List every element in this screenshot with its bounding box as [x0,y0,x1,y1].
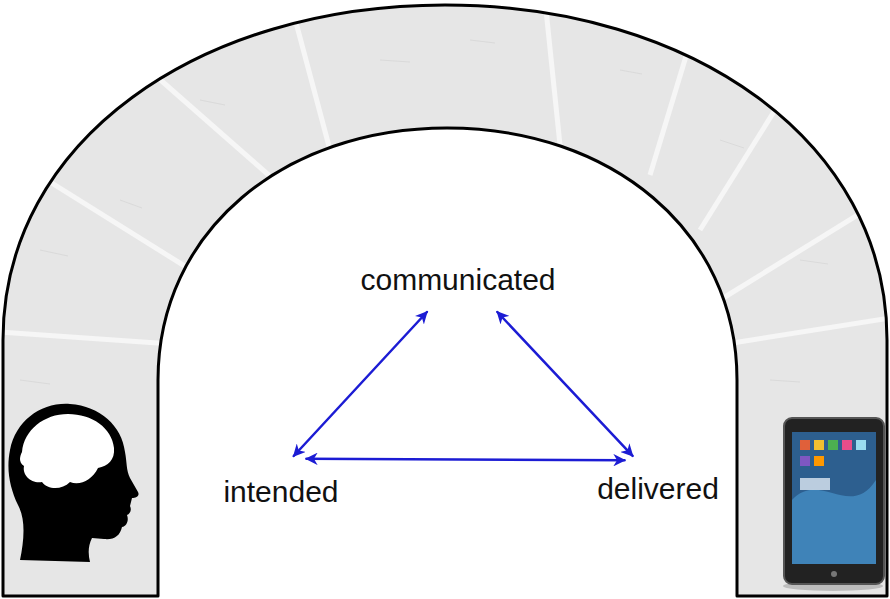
node-label: intended [223,474,338,510]
arch-body [3,5,887,596]
double-arrow [294,312,427,456]
node-label: delivered [597,471,719,507]
stone-joints [0,0,890,346]
double-arrow [497,312,632,456]
text-node: delivered [591,469,725,509]
text-node: intended [217,472,344,512]
head-icon [8,404,138,562]
node-label: communicated [360,262,555,298]
tablet-icon [783,418,884,591]
text-node: communicated [354,260,561,300]
double-arrow [306,459,624,460]
arch-outline [3,5,887,596]
